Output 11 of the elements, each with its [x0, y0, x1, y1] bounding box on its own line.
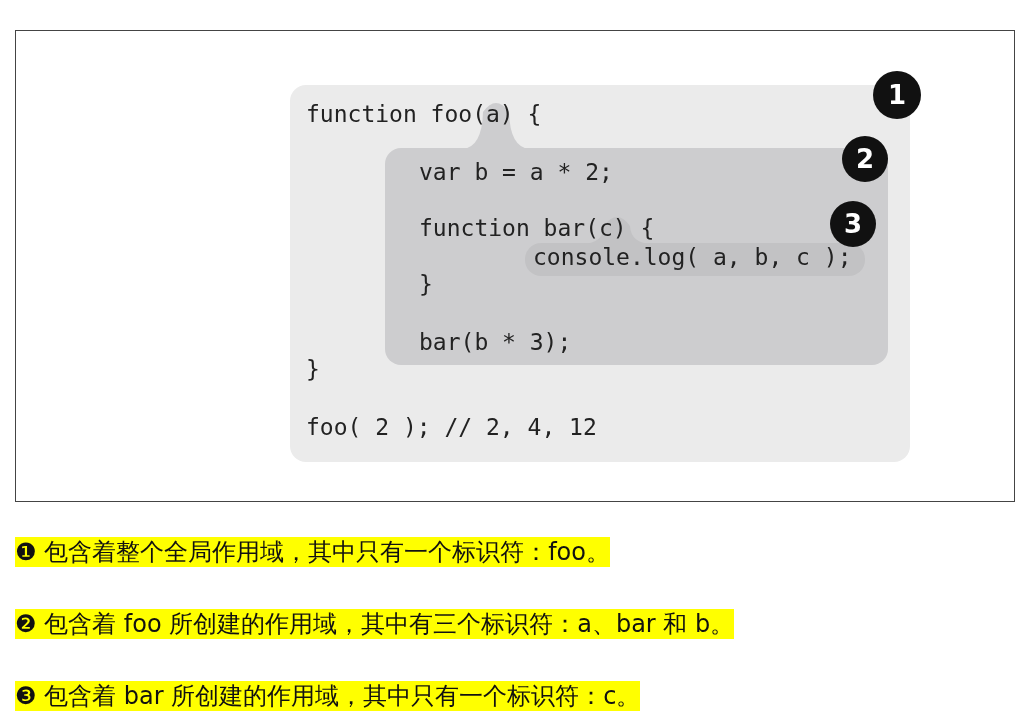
- code-line: function bar(c) {: [419, 214, 655, 242]
- callout-number: 1: [873, 71, 921, 119]
- code-line: bar(b * 3);: [419, 328, 572, 356]
- code-line: function foo(a) {: [306, 100, 542, 128]
- highlighted-note: ❸ 包含着 bar 所创建的作用域，其中只有一个标识符：c。: [15, 681, 641, 711]
- highlighted-note: ❶ 包含着整个全局作用域，其中只有一个标识符：foo。: [15, 537, 610, 567]
- highlighted-note: ❷ 包含着 foo 所创建的作用域，其中有三个标识符：a、bar 和 b。: [15, 609, 735, 639]
- code-line: var b = a * 2;: [419, 158, 613, 186]
- code-line: }: [419, 270, 433, 298]
- code-line: foo( 2 ); // 2, 4, 12: [306, 413, 597, 441]
- code-line: }: [306, 355, 320, 383]
